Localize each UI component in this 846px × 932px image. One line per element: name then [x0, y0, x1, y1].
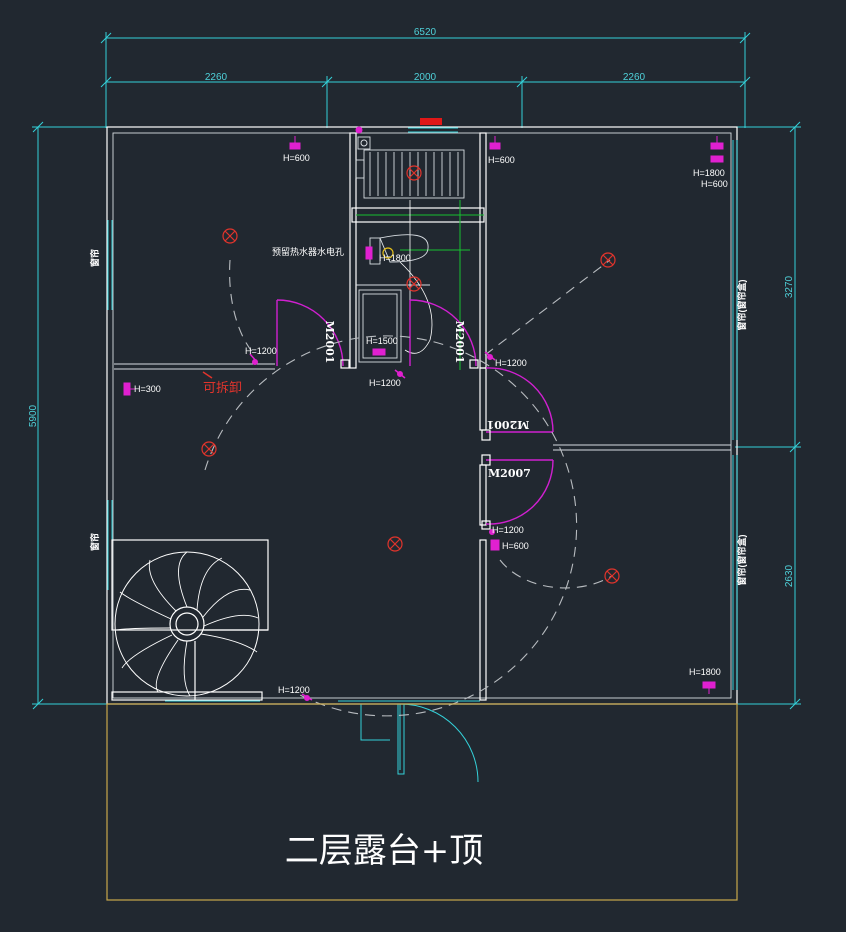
spiral-staircase	[114, 551, 268, 700]
door-code: M2001	[323, 321, 336, 364]
window-label: 窗帘(窗帘盒)	[736, 280, 747, 331]
ceiling-light-icon	[600, 252, 616, 268]
exterior-walls	[106, 118, 738, 705]
height-label: H=600	[701, 179, 728, 189]
window-label: 窗帘	[89, 533, 100, 551]
dim-right-upper-height: 3270	[784, 275, 795, 298]
vent-mark	[420, 118, 442, 125]
water-heater-note: 预留热水器水电孔	[272, 246, 344, 257]
wiring-arcs	[204, 259, 613, 717]
door-code: M2001	[487, 418, 530, 431]
switch-icon	[394, 369, 406, 379]
bathroom-fixtures	[355, 136, 470, 370]
outlet-icon	[489, 136, 501, 150]
window-label: 窗帘	[89, 249, 100, 267]
height-label: H=1200	[492, 525, 524, 535]
ceiling-light-icon	[222, 228, 238, 244]
door-code: M2001	[453, 321, 466, 364]
window-label: 窗帘(窗帘盒)	[736, 535, 747, 586]
ceiling-light-icon	[406, 276, 422, 292]
height-label: H=1200	[245, 346, 277, 356]
ceiling-light-icon	[604, 568, 620, 584]
switch-icon	[484, 351, 496, 361]
dim-right-width: 2260	[623, 72, 646, 83]
light-marks	[201, 165, 620, 584]
dim-total-height: 5900	[28, 404, 39, 427]
ceiling-light-icon	[201, 441, 217, 457]
outlet-icon	[372, 348, 386, 356]
dim-right-lower-height: 2630	[784, 564, 795, 587]
dim-middle-width: 2000	[414, 72, 437, 83]
removable-note: 可拆卸	[203, 380, 242, 396]
top-dimension-lines	[100, 32, 751, 128]
outlet-icon	[123, 382, 135, 396]
switch-icon	[355, 126, 363, 134]
height-label: H=300	[134, 384, 161, 394]
ceiling-light-icon	[406, 165, 422, 181]
interior-walls	[111, 132, 731, 701]
height-label: H=1800	[693, 168, 725, 178]
switch-icon	[301, 693, 313, 701]
switch-icon	[489, 529, 495, 535]
ceiling-light-icon	[387, 536, 403, 552]
height-label: H=1800	[379, 253, 411, 263]
outlet-icon	[490, 539, 500, 551]
door-code: M2007	[488, 467, 531, 480]
height-label: H=1200	[495, 358, 527, 368]
outlet-icon	[702, 681, 716, 694]
switch-icon	[249, 353, 258, 365]
height-label: H=1200	[278, 685, 310, 695]
side-dimension-lines	[32, 121, 801, 710]
terrace-outline	[106, 703, 738, 901]
removable-pointer	[202, 371, 213, 379]
height-label: H=600	[488, 155, 515, 165]
outlet-icon	[710, 136, 724, 150]
outlet-icon	[365, 246, 373, 260]
dim-left-width: 2260	[205, 72, 228, 83]
height-label: H=1800	[689, 667, 721, 677]
height-label: H=600	[283, 153, 310, 163]
outlet-marks	[123, 126, 724, 701]
outlet-icon	[289, 136, 301, 150]
height-label: H=1500	[366, 336, 398, 346]
shower-grid	[369, 152, 459, 196]
dim-total-width: 6520	[414, 27, 437, 38]
height-label: H=600	[502, 541, 529, 551]
outlet-icon	[710, 155, 724, 163]
height-label: H=1200	[369, 378, 401, 388]
drawing-title: 二层露台+顶	[285, 831, 484, 871]
